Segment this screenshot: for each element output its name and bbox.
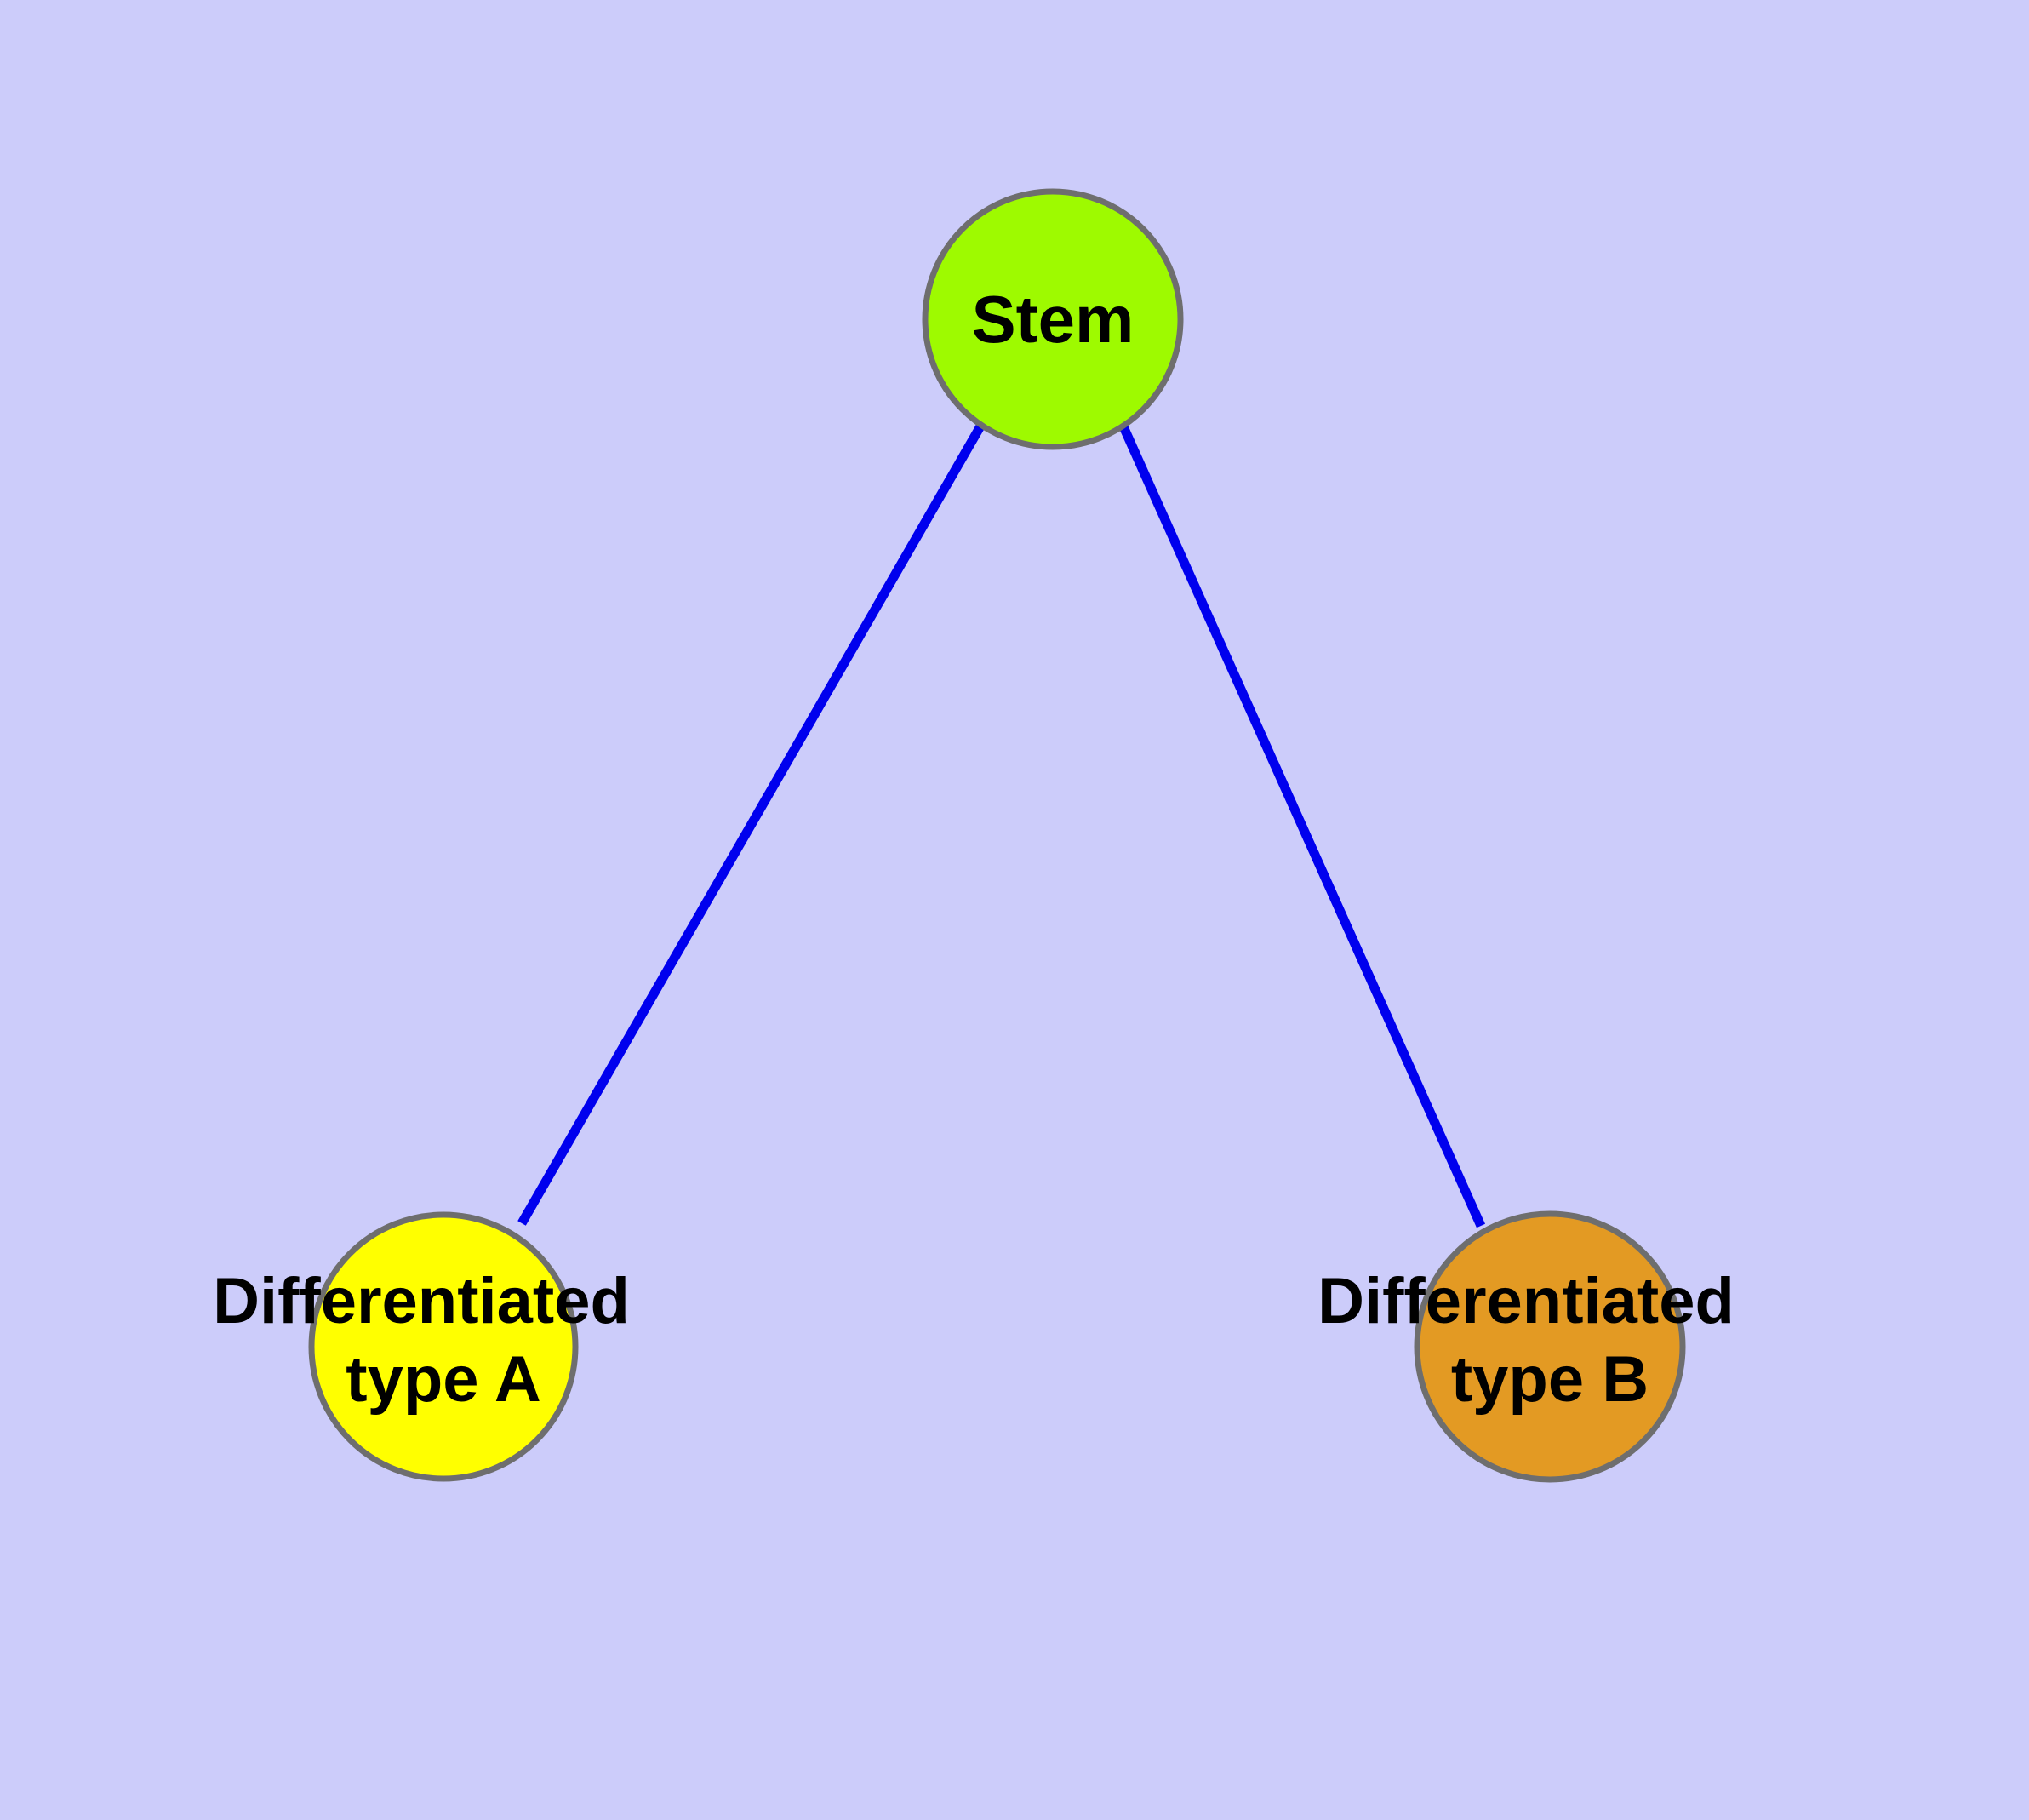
- node-label-line: Differentiated: [1317, 1265, 1735, 1337]
- graph-node-differentiated-a[interactable]: [308, 1211, 579, 1482]
- node-label-line: Differentiated: [213, 1265, 630, 1337]
- graph-node-stem[interactable]: [922, 188, 1184, 450]
- node-label-stem: Stem: [972, 282, 1135, 357]
- graph-node-differentiated-b[interactable]: [1414, 1210, 1686, 1483]
- edges-group: [517, 422, 1486, 1228]
- graph-edge-stem-to-a[interactable]: [517, 422, 986, 1226]
- node-label-line: Stem: [972, 282, 1135, 357]
- node-label-line: type A: [346, 1343, 540, 1416]
- node-label-line: type B: [1451, 1343, 1649, 1416]
- graph-edge-stem-to-b[interactable]: [1117, 422, 1486, 1228]
